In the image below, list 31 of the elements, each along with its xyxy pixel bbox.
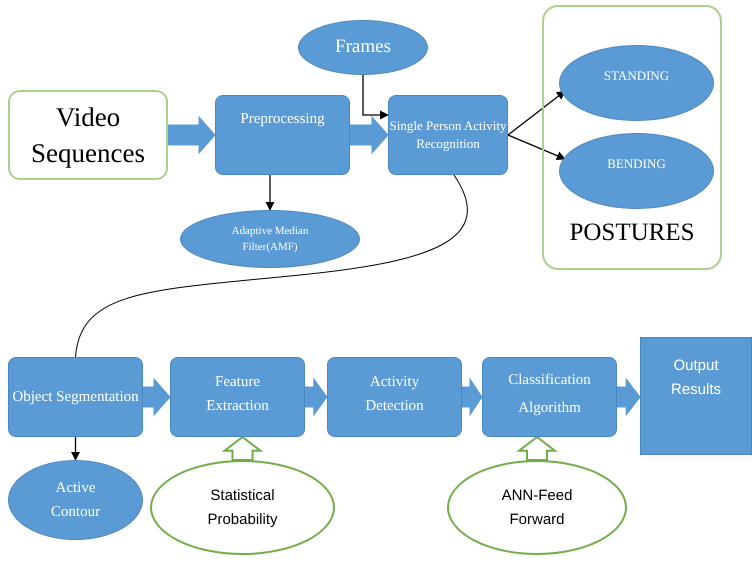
process-box: Single Person Activity Recognition — [388, 95, 508, 175]
connector-curve — [75, 174, 468, 358]
process-box: Activity Detection — [327, 357, 462, 437]
block-arrow — [168, 116, 216, 154]
arrow — [362, 75, 389, 120]
input-ellipse: Frames — [298, 20, 428, 75]
process-box: Classification Algorithm — [482, 357, 617, 437]
arrow — [508, 134, 566, 160]
arrow — [265, 175, 275, 211]
hollow-block-arrow — [222, 436, 264, 461]
posture-ellipse: BENDING — [559, 133, 714, 209]
block-arrow — [142, 378, 171, 416]
method-ellipse: Active Contour — [8, 460, 143, 540]
block-arrow — [616, 378, 641, 416]
group-title: POSTURES — [568, 218, 696, 248]
output-box: Output Results — [640, 337, 752, 455]
block-arrow — [304, 377, 328, 417]
method-ellipse: Statistical Probability — [150, 460, 335, 555]
method-ellipse: ANN-Feed Forward — [447, 460, 627, 555]
input-box: Video Sequences — [8, 90, 168, 180]
arrow — [70, 437, 80, 461]
hollow-block-arrow — [516, 436, 558, 461]
block-arrow — [462, 377, 483, 417]
posture-ellipse: STANDING — [559, 45, 714, 121]
process-box: Preprocessing — [215, 95, 350, 175]
method-ellipse: Adaptive Median Filter(AMF) — [180, 210, 360, 268]
block-arrow — [350, 116, 389, 154]
process-box: Feature Extraction — [170, 357, 305, 437]
group-container — [542, 5, 722, 270]
arrow — [508, 90, 566, 136]
process-box: Object Segmentation — [8, 357, 143, 437]
